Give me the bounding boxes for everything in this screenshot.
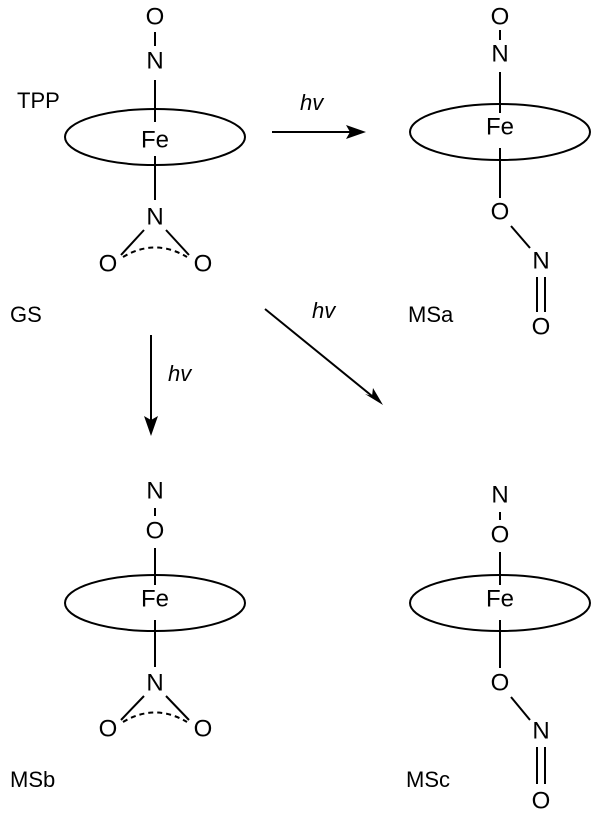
iron-atom: Fe [486,113,514,140]
structure-label-gs: GS [10,302,42,327]
nitrosyl-oxygen: O [491,521,510,548]
structure-msb: N O Fe N O O MSb [10,477,246,792]
nitro-oxygen-left: O [99,250,118,277]
delocalized-bond [122,711,188,723]
arrow-gs-to-msa: hv [272,90,366,139]
hv-label: hv [300,90,325,115]
nitrosyl-nitrogen: N [146,477,163,504]
arrowhead [365,388,383,405]
nitrosyl-oxygen: O [146,3,165,30]
structure-msc: N O Fe O N O MSc [406,481,591,814]
arrowhead [346,125,366,139]
structure-msa: Fe N O O N O MSa [408,3,591,340]
nitrito-oxygen: O [491,198,510,225]
nitrosyl-nitrogen: N [491,481,508,508]
reaction-arrow [264,308,373,397]
nitro-oxygen-left: O [99,715,118,742]
arrow-gs-to-msb: hv [144,335,193,436]
nitrosyl-oxygen: O [146,517,165,544]
delocalized-bond [122,246,188,258]
iron-atom: Fe [486,585,514,612]
arrowhead [144,416,158,436]
nitrito-nitrogen: N [532,247,549,274]
n-o-bond-left [120,695,145,721]
structure-label-msa: MSa [408,302,454,327]
n-o-bond-left [120,229,145,256]
hv-label: hv [312,298,337,323]
nitro-oxygen-right: O [194,250,213,277]
iron-atom: Fe [141,126,169,153]
iron-atom: Fe [141,585,169,612]
n-o-bond-right [165,695,190,721]
nitrosyl-oxygen: O [491,3,510,30]
structure-gs: TPP Fe N O N O O GS [10,3,246,327]
nitrosyl-nitrogen: N [146,47,163,74]
o-n-bond [510,225,531,249]
ligand-label-tpp: TPP [17,88,60,113]
structure-label-msc: MSc [406,767,450,792]
nitrosyl-nitrogen: N [491,40,508,67]
nitro-oxygen-right: O [194,715,213,742]
nitrito-nitrogen: N [532,717,549,744]
terminal-oxygen: O [532,787,551,814]
o-n-bond [510,696,531,721]
n-o-bond-right [165,229,190,256]
arrow-gs-to-msc: hv [264,298,383,405]
nitro-nitrogen: N [146,203,163,230]
hv-label: hv [168,361,193,386]
nitrito-oxygen: O [491,669,510,696]
nitro-nitrogen: N [146,669,163,696]
structure-label-msb: MSb [10,767,55,792]
terminal-oxygen: O [532,313,551,340]
